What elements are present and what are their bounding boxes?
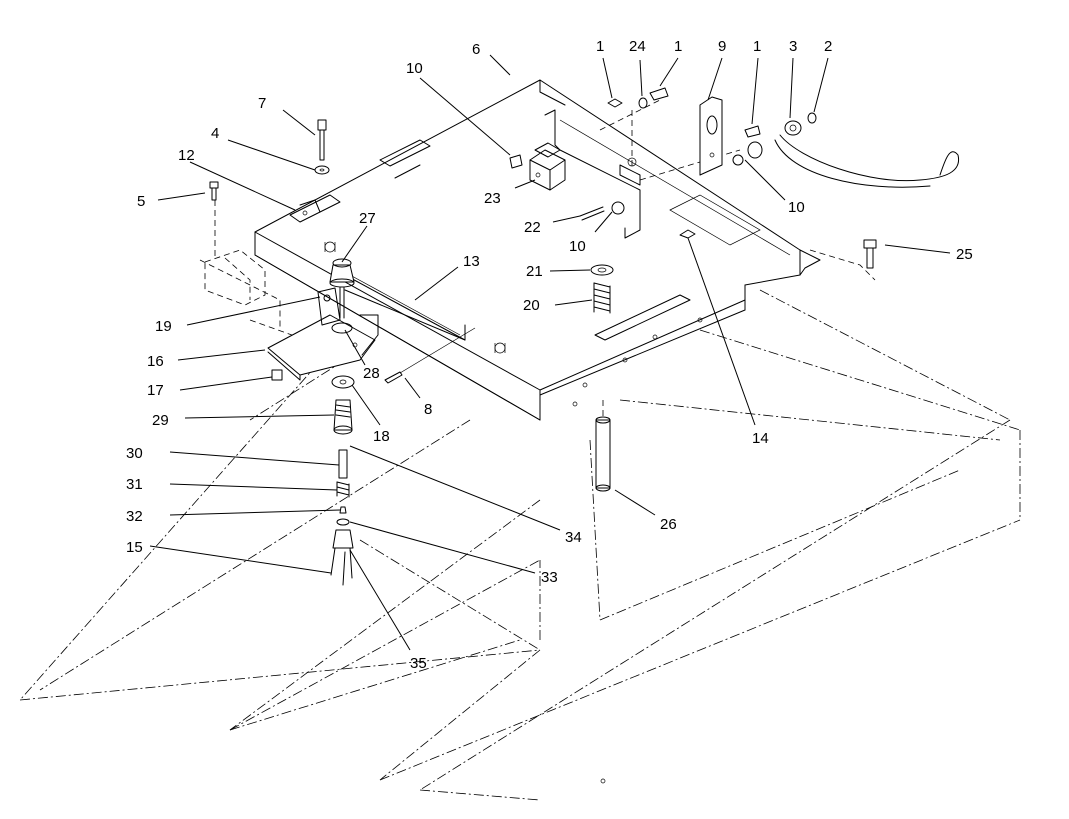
bumper-27 xyxy=(329,258,355,319)
callout-28: 28 xyxy=(363,365,380,382)
callout-16: 16 xyxy=(147,353,164,370)
callout-17: 17 xyxy=(147,382,164,399)
callout-31: 31 xyxy=(126,476,143,493)
seat-bracket-9 xyxy=(699,96,723,176)
callout-6: 6 xyxy=(472,41,480,58)
callout-2: 2 xyxy=(824,38,832,55)
callout-10-b: 10 xyxy=(569,238,586,255)
callout-12: 12 xyxy=(178,147,195,164)
leader-lines xyxy=(149,54,951,651)
lower-bracket-16 xyxy=(267,287,379,381)
callout-26: 26 xyxy=(660,516,677,533)
callout-23: 23 xyxy=(484,190,501,207)
phantom-frame xyxy=(19,200,1021,801)
callout-1-a: 1 xyxy=(596,38,604,55)
callout-8: 8 xyxy=(424,401,432,418)
rear-rail xyxy=(544,99,741,239)
callout-27: 27 xyxy=(359,210,376,227)
callout-34: 34 xyxy=(565,529,582,546)
cable xyxy=(774,134,960,188)
callout-5: 5 xyxy=(137,193,145,210)
spring-20 xyxy=(590,264,614,314)
callout-33: 33 xyxy=(541,569,558,586)
pin-26 xyxy=(595,400,611,492)
callout-30: 30 xyxy=(126,445,143,462)
callout-labels: 1 24 1 9 1 3 2 6 10 7 4 12 5 23 22 10 10… xyxy=(126,38,973,672)
callout-13: 13 xyxy=(463,253,480,270)
shock-stack xyxy=(330,375,355,586)
callout-19: 19 xyxy=(155,318,172,335)
callout-14: 14 xyxy=(752,430,769,447)
callout-32: 32 xyxy=(126,508,143,525)
callout-24: 24 xyxy=(629,38,646,55)
drawing-mark xyxy=(600,778,606,784)
callout-35: 35 xyxy=(410,655,427,672)
callout-4: 4 xyxy=(211,125,219,142)
callout-7: 7 xyxy=(258,95,266,112)
callout-15: 15 xyxy=(126,539,143,556)
callout-21: 21 xyxy=(526,263,543,280)
plate-bracket-12 xyxy=(289,194,341,223)
callout-10-c: 10 xyxy=(788,199,805,216)
callout-10-a: 10 xyxy=(406,60,423,77)
callout-9: 9 xyxy=(718,38,726,55)
callout-29: 29 xyxy=(152,412,169,429)
callout-3: 3 xyxy=(789,38,797,55)
phantom-bracket xyxy=(204,249,266,306)
callout-22: 22 xyxy=(524,219,541,236)
callout-20: 20 xyxy=(523,297,540,314)
callout-1-b: 1 xyxy=(674,38,682,55)
callout-1-c: 1 xyxy=(753,38,761,55)
seat-switch-23 xyxy=(529,142,566,191)
callout-25: 25 xyxy=(956,246,973,263)
callout-18: 18 xyxy=(373,428,390,445)
fasteners xyxy=(209,87,877,384)
seat-plate xyxy=(254,79,821,421)
